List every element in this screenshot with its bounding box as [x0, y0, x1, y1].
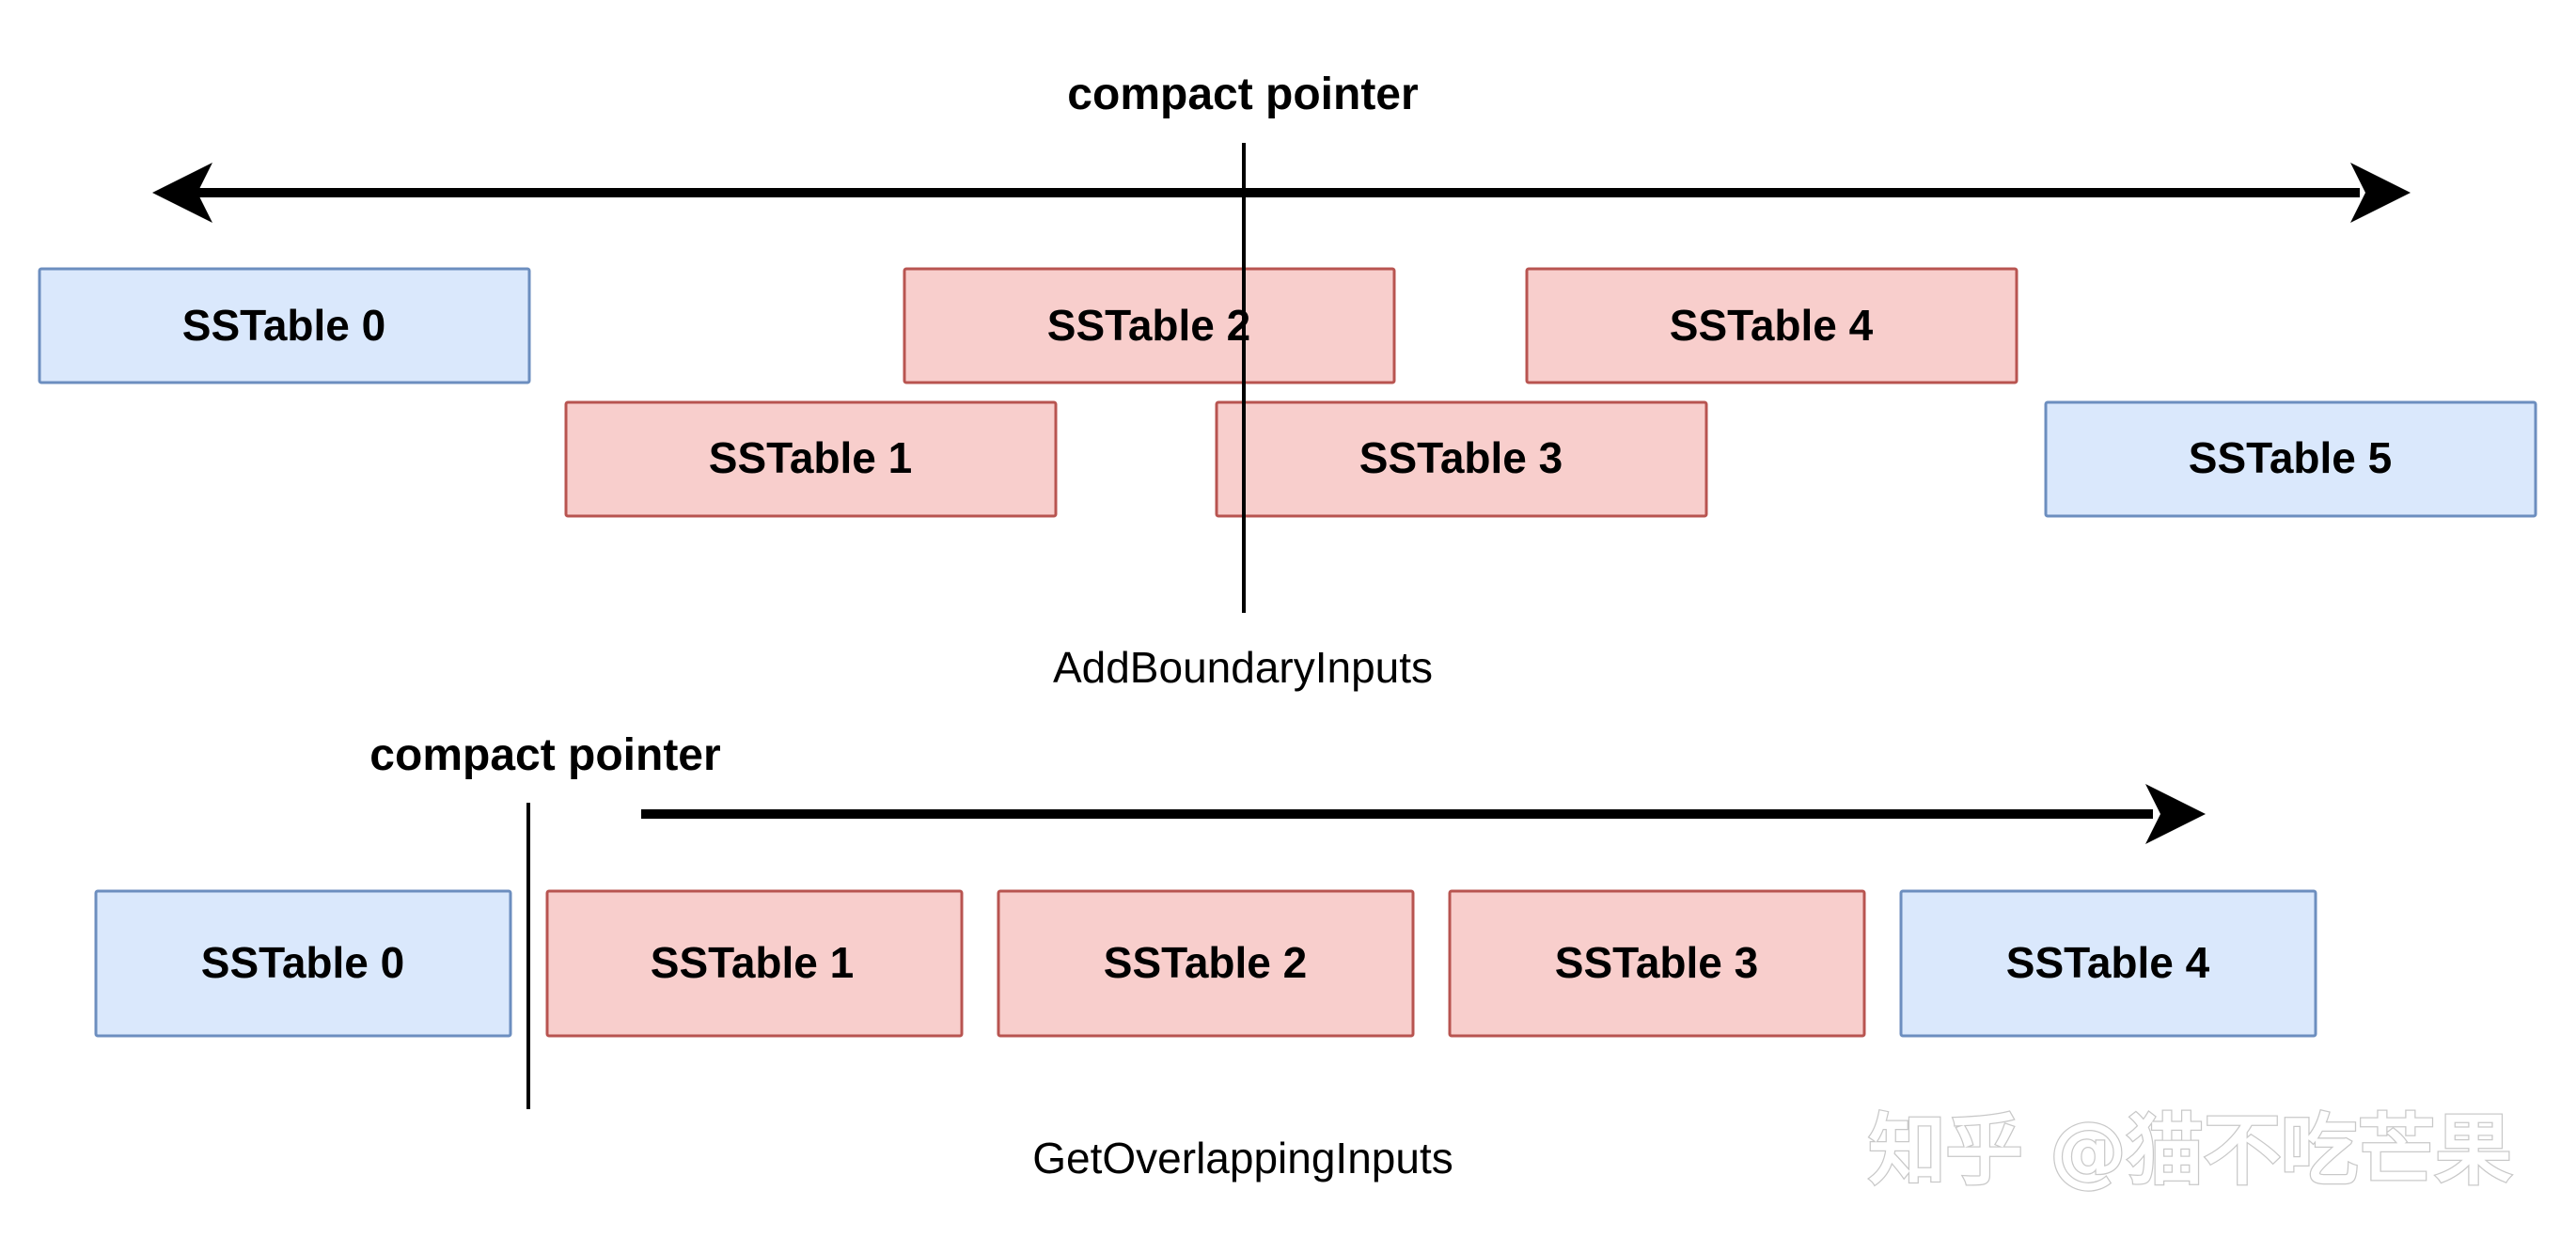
arrowhead-right-icon [2145, 784, 2206, 844]
top-pointer-label: compact pointer [1067, 70, 1418, 119]
bottom-table-0-box [94, 889, 512, 1038]
top-table-0-label: SSTable 0 [182, 301, 385, 350]
bottom-section: compact pointer SSTable 0 SSTable 1 SSTa… [94, 730, 2317, 1182]
bottom-table-3: SSTable 3 [1448, 889, 1866, 1038]
bottom-range-arrow [641, 784, 2206, 844]
top-range-arrow [152, 163, 2411, 223]
top-table-4: SSTable 4 [1525, 267, 2018, 384]
watermark: 知乎 @猫不吃芒果 [1868, 1106, 2512, 1196]
top-table-5: SSTable 5 [2044, 400, 2537, 518]
top-table-2-label: SSTable 2 [1047, 301, 1250, 350]
arrowhead-right-icon [2350, 163, 2411, 223]
top-table-3-label: SSTable 3 [1359, 433, 1563, 482]
bottom-table-1: SSTable 1 [545, 889, 964, 1038]
top-table-1: SSTable 1 [564, 400, 1058, 518]
bottom-table-3-box [1448, 889, 1866, 1038]
top-table-1-label: SSTable 1 [709, 433, 912, 482]
bottom-table-4-box [1899, 889, 2317, 1038]
bottom-table-0: SSTable 0 [94, 889, 512, 1038]
bottom-table-4: SSTable 4 [1899, 889, 2317, 1038]
bottom-table-2: SSTable 2 [997, 889, 1415, 1038]
arrowhead-left-icon [152, 163, 212, 223]
top-table-3-box [1215, 400, 1708, 518]
bottom-pointer-label: compact pointer [369, 730, 720, 780]
top-caption: AddBoundaryInputs [1053, 643, 1433, 692]
top-table-4-label: SSTable 4 [1670, 301, 1874, 350]
top-table-5-box [2044, 400, 2537, 518]
bottom-table-0-label: SSTable 0 [201, 938, 404, 987]
bottom-caption: GetOverlappingInputs [1032, 1134, 1453, 1182]
bottom-table-3-label: SSTable 3 [1555, 938, 1758, 987]
bottom-table-1-label: SSTable 1 [651, 938, 854, 987]
bottom-table-2-box [997, 889, 1415, 1038]
top-section: compact pointer SSTable 0 SSTable 2 SSTa… [38, 70, 2537, 692]
bottom-table-2-label: SSTable 2 [1104, 938, 1307, 987]
top-table-4-box [1525, 267, 2018, 384]
top-table-5-label: SSTable 5 [2189, 433, 2392, 482]
top-table-1-box [564, 400, 1058, 518]
top-table-3: SSTable 3 [1215, 400, 1708, 518]
top-table-2-box [903, 267, 1396, 384]
top-table-0: SSTable 0 [38, 267, 531, 384]
top-table-0-box [38, 267, 531, 384]
bottom-table-1-box [545, 889, 964, 1038]
bottom-table-4-label: SSTable 4 [2006, 938, 2210, 987]
top-table-2: SSTable 2 [903, 267, 1396, 384]
